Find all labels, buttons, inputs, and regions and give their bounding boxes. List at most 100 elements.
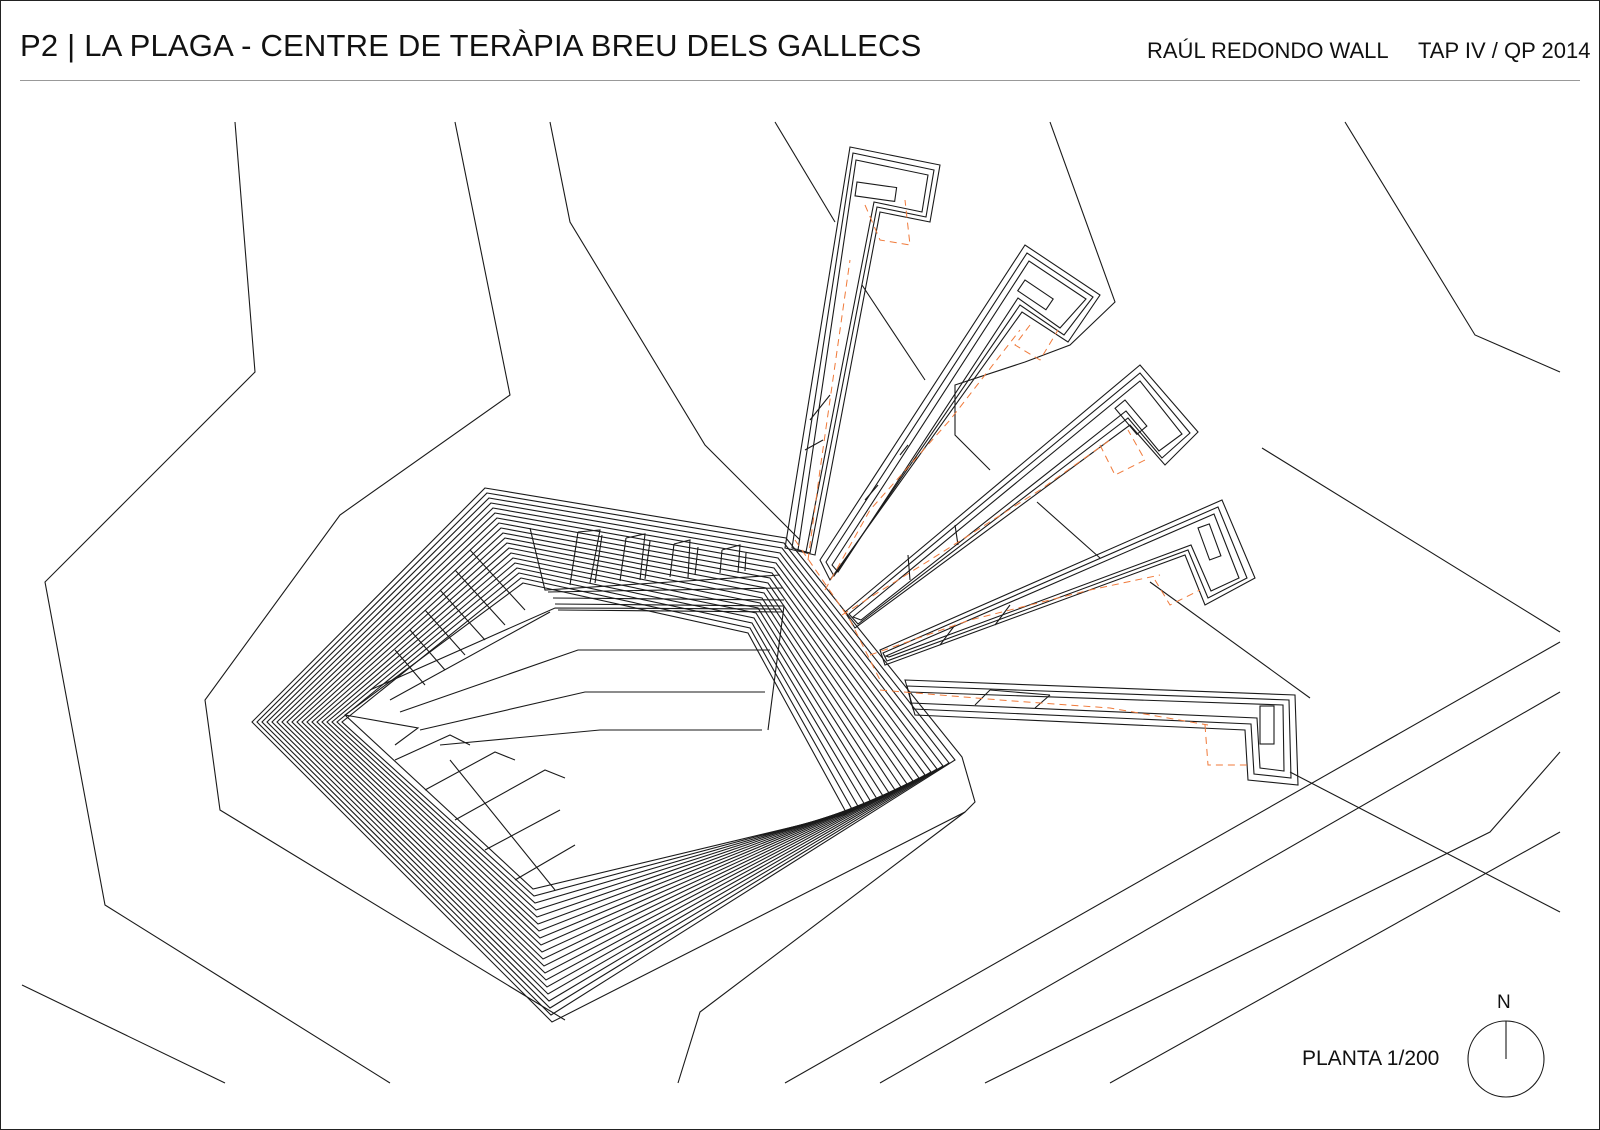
radiating-fingers xyxy=(784,146,1299,786)
stair-step xyxy=(644,540,651,580)
stair-step xyxy=(694,546,699,576)
contour-line xyxy=(1289,771,1561,913)
contour-line xyxy=(1109,831,1561,1084)
dashed-projection xyxy=(869,574,1161,656)
terrace-edge xyxy=(344,714,420,746)
contour-line xyxy=(984,751,1561,1084)
contour-line xyxy=(774,121,836,223)
terrace-edge xyxy=(399,649,770,713)
contour-line xyxy=(1036,501,1101,559)
dashed-projection xyxy=(1204,724,1250,766)
stair-step xyxy=(394,734,471,761)
step-outline xyxy=(271,507,938,995)
finger-partition xyxy=(1034,694,1051,709)
contour-line xyxy=(677,811,966,1084)
contour-line xyxy=(21,984,226,1084)
dashed-projection xyxy=(794,539,881,681)
step-outline xyxy=(256,492,956,1016)
contour-line xyxy=(549,121,801,541)
finger-partition xyxy=(804,439,824,451)
stair-step xyxy=(619,537,627,582)
stair-step xyxy=(721,544,741,574)
finger-partition xyxy=(809,394,831,421)
step-outline xyxy=(286,522,920,974)
step-outline xyxy=(336,572,860,904)
dashed-projection xyxy=(1014,324,1059,361)
finger-outline xyxy=(797,159,929,553)
finger-outline xyxy=(791,152,935,554)
step-outline xyxy=(296,532,908,960)
stair-step xyxy=(514,844,576,881)
step-outline xyxy=(266,502,944,1002)
stair-step xyxy=(569,531,579,586)
stair-step xyxy=(469,549,526,611)
finger-cell xyxy=(1114,399,1148,436)
stair-step xyxy=(669,543,675,578)
amphitheatre xyxy=(251,487,976,1023)
contour-line xyxy=(1149,581,1311,699)
stair-step xyxy=(673,539,691,579)
stair-step xyxy=(577,529,601,584)
finger-outline xyxy=(908,691,1285,772)
stair-step xyxy=(454,569,506,626)
step-outline xyxy=(306,542,896,946)
terrace-edge xyxy=(557,609,784,613)
finger-outline xyxy=(884,513,1240,658)
finger-outline xyxy=(831,260,1087,573)
finger-outline xyxy=(819,244,1101,582)
step-outline xyxy=(316,552,884,932)
dashed-projection xyxy=(824,329,1021,591)
finger-outline xyxy=(882,506,1248,662)
stair-step xyxy=(394,649,426,686)
finger-outline xyxy=(825,252,1094,578)
step-outline xyxy=(331,567,866,911)
site-contours xyxy=(21,121,1561,1084)
step-outline xyxy=(281,517,926,981)
contour-line xyxy=(784,641,1561,1084)
contour-line xyxy=(1344,121,1561,373)
contour-line xyxy=(1261,447,1561,633)
contour-line xyxy=(861,284,926,381)
sheet-title: P2 | LA PLAGA - CENTRE DE TERÀPIA BREU D… xyxy=(20,28,922,63)
terrace-edge xyxy=(552,597,785,601)
step-outline xyxy=(341,577,854,897)
stair-step xyxy=(409,629,446,671)
finger-cell xyxy=(1016,279,1054,311)
amphitheatre-outline xyxy=(251,487,976,1023)
north-arrow-label: N xyxy=(1497,992,1511,1013)
header-divider xyxy=(20,80,1580,81)
terrace-edge xyxy=(389,611,551,701)
finger-partition xyxy=(954,524,959,546)
dashed-projection xyxy=(841,439,1111,616)
finger-partition xyxy=(974,689,991,706)
stair-step xyxy=(719,549,723,574)
author-name: RAÚL REDONDO WALL xyxy=(1147,38,1389,63)
stair-step xyxy=(424,609,466,656)
contour-line xyxy=(954,121,1116,471)
dashed-projection xyxy=(1099,429,1146,476)
terrace-edge xyxy=(554,603,785,731)
step-outline xyxy=(291,527,914,967)
terrace-edge xyxy=(419,691,765,731)
plan-scale-label: PLANTA 1/200 xyxy=(1302,1047,1440,1070)
contour-line xyxy=(44,121,391,1084)
terrace-edge xyxy=(449,759,556,891)
stair-step xyxy=(484,809,561,851)
step-outline xyxy=(344,582,848,890)
step-outline xyxy=(311,547,890,939)
dashed-projection xyxy=(879,689,1209,726)
finger-cell xyxy=(854,181,898,203)
step-outline xyxy=(301,537,902,953)
finger-partition xyxy=(994,604,1011,626)
finger-outline xyxy=(784,146,941,556)
dashed-projection xyxy=(807,259,851,561)
dashed-projection xyxy=(864,199,911,246)
contour-line xyxy=(204,121,566,1021)
finger-partition xyxy=(989,689,1051,696)
stair-step xyxy=(424,751,516,791)
finger-outline xyxy=(851,380,1183,621)
dashed-projections xyxy=(794,199,1250,766)
step-outline xyxy=(261,497,950,1009)
terrace-edge xyxy=(529,527,781,591)
step-outline xyxy=(326,562,872,918)
